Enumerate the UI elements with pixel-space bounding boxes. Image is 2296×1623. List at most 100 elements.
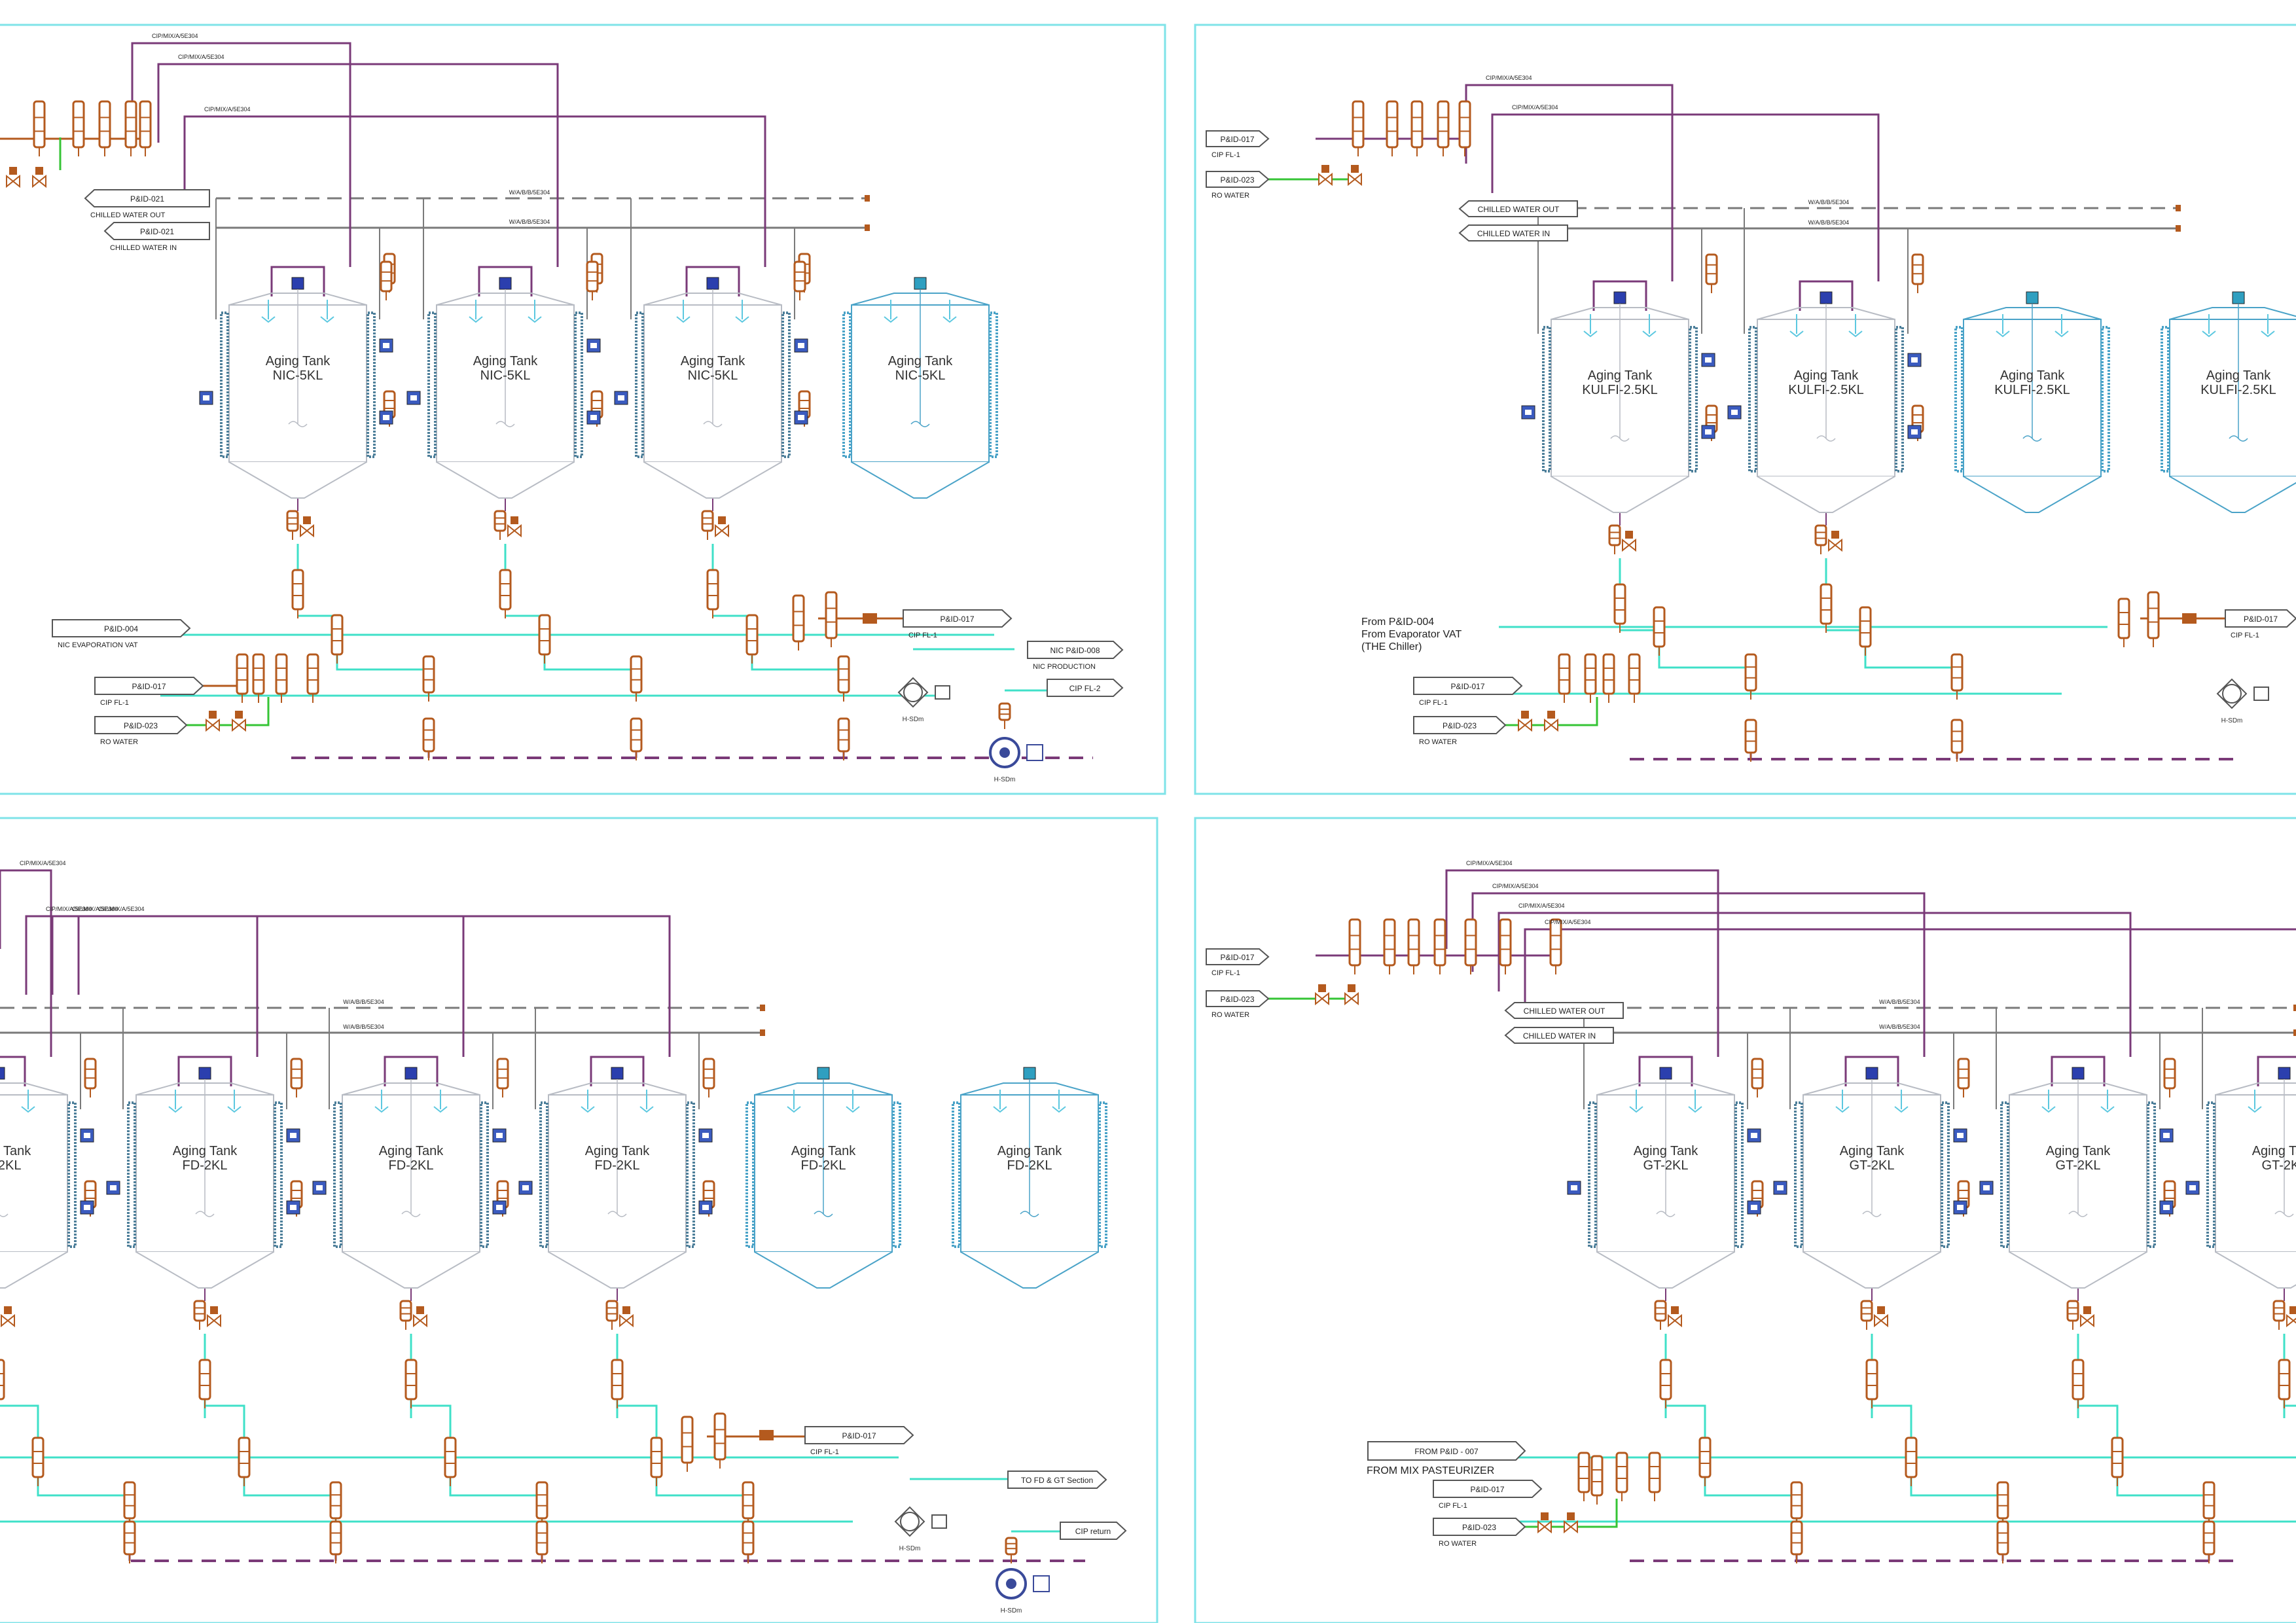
connector-ref: P&ID-017 — [842, 1431, 876, 1440]
instrument-valve-icon — [123, 1520, 136, 1563]
bowtie-valve — [6, 174, 20, 188]
instrument-valve-icon — [2111, 1436, 2124, 1486]
motor-mark — [1731, 410, 1738, 415]
tank-cone — [754, 1251, 893, 1289]
tank-id: KULFI-2.5KL — [2200, 383, 2276, 397]
motor-mark — [1911, 357, 1918, 363]
ro-feed-line — [187, 697, 270, 726]
pump-tag: H-SDm — [994, 776, 1016, 783]
motor-icon — [80, 1200, 94, 1215]
instrument-valve-icon — [701, 510, 714, 540]
motor-mark — [2163, 1133, 2170, 1138]
tank-cone — [436, 461, 575, 499]
instrument-valve-icon — [1433, 918, 1446, 974]
tank-jacket — [842, 312, 852, 458]
spray-ball-icon — [993, 1106, 1007, 1113]
pump-impeller — [1006, 1578, 1016, 1589]
valve-body — [331, 614, 344, 656]
flow-meter-icon — [2182, 613, 2197, 624]
valve-body — [1996, 1520, 2009, 1556]
instrument-valve-icon — [742, 1481, 755, 1527]
chilled-out-connector: CHILLED WATER OUT — [1458, 200, 1578, 217]
cip-spray-header — [1592, 280, 1647, 311]
small-valve-icon — [1564, 1512, 1578, 1534]
valve-body — [1911, 253, 1924, 285]
instrument-valve-icon — [238, 1436, 251, 1486]
instrument-valve-icon — [630, 717, 643, 760]
instrument-valve-icon — [837, 717, 850, 760]
line-code: W/A/B/B/5E304 — [343, 999, 384, 1005]
motor-icon — [1907, 353, 1922, 367]
valve-body — [275, 653, 288, 695]
connector-ref: P&ID-023 — [1462, 1523, 1496, 1532]
instrument-valve-icon — [535, 1520, 548, 1563]
connector-arrow-shape — [804, 1426, 914, 1444]
connector-arrow-shape — [903, 609, 1013, 628]
motor-icon — [80, 1128, 94, 1143]
spray-ball-icon — [581, 1106, 595, 1113]
valve-body — [98, 100, 111, 149]
small-valve-icon — [1544, 711, 1558, 732]
product-line — [1910, 1457, 2004, 1522]
valve-body — [33, 100, 46, 149]
valve-body — [123, 1520, 136, 1556]
connector-desc: CIP FL-1 — [1211, 151, 1240, 159]
connector-arrow-shape — [1458, 224, 1568, 241]
line-code: W/A/B/B/5E304 — [343, 1024, 384, 1030]
pump-motor — [1026, 744, 1043, 761]
valve-body — [1751, 1058, 1764, 1090]
small-valve-icon — [2286, 1306, 2296, 1328]
instrument-valve-icon — [1905, 1436, 1918, 1486]
valve-body — [630, 655, 643, 694]
instrument-valve-icon — [586, 260, 599, 300]
tank-label: Aging Tank — [2000, 368, 2066, 383]
motor-icon — [2185, 1181, 2200, 1195]
instrument-valve-icon — [706, 569, 719, 618]
instrument-valve-icon — [1654, 1300, 1667, 1330]
product-line — [1658, 627, 1752, 694]
valve-actuator — [1541, 1512, 1549, 1520]
spray-ball-icon — [1835, 1106, 1850, 1113]
valve-body — [2163, 1058, 2176, 1090]
panel-frame — [0, 817, 1158, 1623]
instrument-valve-icon — [404, 1359, 418, 1408]
bowtie-valve — [1537, 1520, 1552, 1534]
connector-ref: P&ID-023 — [1220, 175, 1254, 185]
connector-arrow-shape — [1413, 677, 1523, 695]
agitator-motor-icon — [914, 277, 927, 290]
line-end-cap — [760, 1005, 765, 1011]
motor-mark — [84, 1205, 90, 1210]
tank-label: Aging Tank — [1794, 368, 1859, 383]
cip-supply-line — [183, 115, 766, 267]
valve-body — [329, 1520, 342, 1556]
motor-icon — [586, 410, 601, 425]
tank-jacket — [333, 1101, 342, 1248]
tank-jacket — [367, 312, 376, 458]
motor-mark — [1525, 410, 1532, 415]
valve-body — [1608, 524, 1621, 546]
valve-actuator — [4, 1306, 12, 1314]
small-valve-icon — [413, 1306, 427, 1328]
valve-actuator — [1351, 165, 1359, 173]
valve-actuator — [1671, 1306, 1679, 1314]
valve-body — [1615, 1452, 1628, 1493]
bowtie-valve — [507, 524, 522, 538]
connector-desc: CIP FL-1 — [100, 699, 129, 707]
valve-actuator — [1348, 984, 1355, 992]
instrument-valve-icon — [123, 1481, 136, 1527]
motor-icon — [1747, 1200, 1761, 1215]
small-valve-icon — [300, 516, 314, 538]
valve-body — [1458, 100, 1471, 149]
motor-icon — [1979, 1181, 1994, 1195]
tank-jacket — [1895, 326, 1904, 473]
motor-mark — [590, 343, 597, 348]
tank-top — [2169, 307, 2296, 320]
valve-body — [380, 260, 393, 293]
motor-mark — [798, 415, 804, 420]
feed-inlet-connector: FROM P&ID - 007 — [1367, 1441, 1526, 1461]
